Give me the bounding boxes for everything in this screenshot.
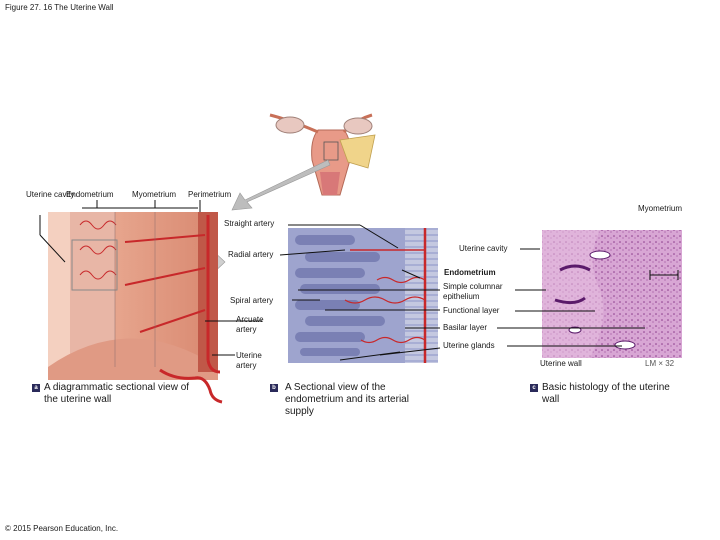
panel-a-brackets (39, 200, 201, 263)
label-uterine-wall: Uterine wall (540, 359, 582, 368)
label-basilar-layer: Basilar layer (443, 323, 488, 332)
label-uterine-cavity-b: Uterine cavity (459, 244, 508, 253)
label-simple-columnar-epithelium: Simple columnar epithelium (443, 282, 503, 301)
badge-c: c (530, 384, 538, 392)
badge-a: a (32, 384, 40, 392)
label-spiral-artery: Spiral artery (230, 296, 274, 305)
label-uterine-cavity-a: Uterine cavity (26, 190, 75, 199)
panel-b-section (288, 228, 438, 363)
uterus-overview (269, 113, 376, 196)
label-myometrium-a: Myometrium (132, 190, 177, 199)
label-endometrium-b: Endometrium (444, 268, 496, 277)
panel-a-wall (48, 212, 223, 404)
caption-c: Basic histology of the uterine wall (542, 382, 670, 405)
label-uterine-glands: Uterine glands (443, 341, 495, 350)
figure-title: Figure 27. 16 The Uterine Wall (5, 3, 114, 12)
label-radial-artery: Radial artery (228, 250, 274, 259)
label-uterine-artery: Uterine artery (236, 351, 262, 370)
label-myometrium-c: Myometrium (638, 204, 683, 213)
panel-b-leaders (205, 224, 679, 361)
label-straight-artery: Straight artery (224, 219, 275, 228)
label-endometrium-a: Endometrium (66, 190, 114, 199)
label-magnification: LM × 32 (645, 359, 675, 368)
caption-b: A Sectional view of the endometrium and … (285, 382, 409, 417)
label-perimetrium-a: Perimetrium (188, 190, 232, 199)
badge-b: b (270, 384, 278, 392)
copyright-notice: © 2015 Pearson Education, Inc. (5, 524, 119, 533)
label-arcuate-artery: Arcuate artery (236, 315, 264, 334)
zoom-arrow-top (231, 159, 331, 211)
caption-a: A diagrammatic sectional view of the ute… (44, 382, 190, 405)
label-functional-layer: Functional layer (443, 306, 500, 315)
panel-c-histology (542, 230, 682, 358)
